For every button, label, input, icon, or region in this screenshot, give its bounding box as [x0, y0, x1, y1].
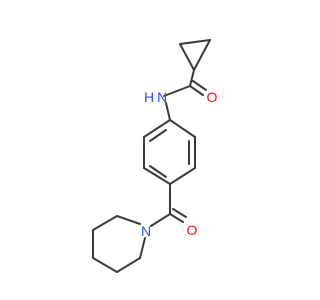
bond-ketone-piperidine: [150, 213, 171, 227]
ketone-double-bond: [169, 208, 187, 223]
amide-nitrogen-label: N: [157, 89, 167, 105]
piperidine-ring: [92, 215, 146, 273]
cyclopropane-ring: [179, 39, 211, 71]
benzene-ring: [143, 119, 196, 185]
bond-cyclopropyl-carbonyl: [189, 69, 195, 87]
bond-nitrogen-benzene: [165, 102, 171, 121]
bond-carbonyl-nitrogen: [163, 85, 191, 97]
amide-hydrogen-label: H: [144, 89, 154, 105]
amide-carbonyl-double-bond: [189, 80, 207, 96]
molecule-structure: N H O O N: [92, 39, 218, 273]
ketone-oxygen-label: O: [187, 222, 198, 238]
amide-oxygen-label: O: [207, 89, 218, 105]
piperidine-nitrogen-label: N: [141, 223, 151, 239]
